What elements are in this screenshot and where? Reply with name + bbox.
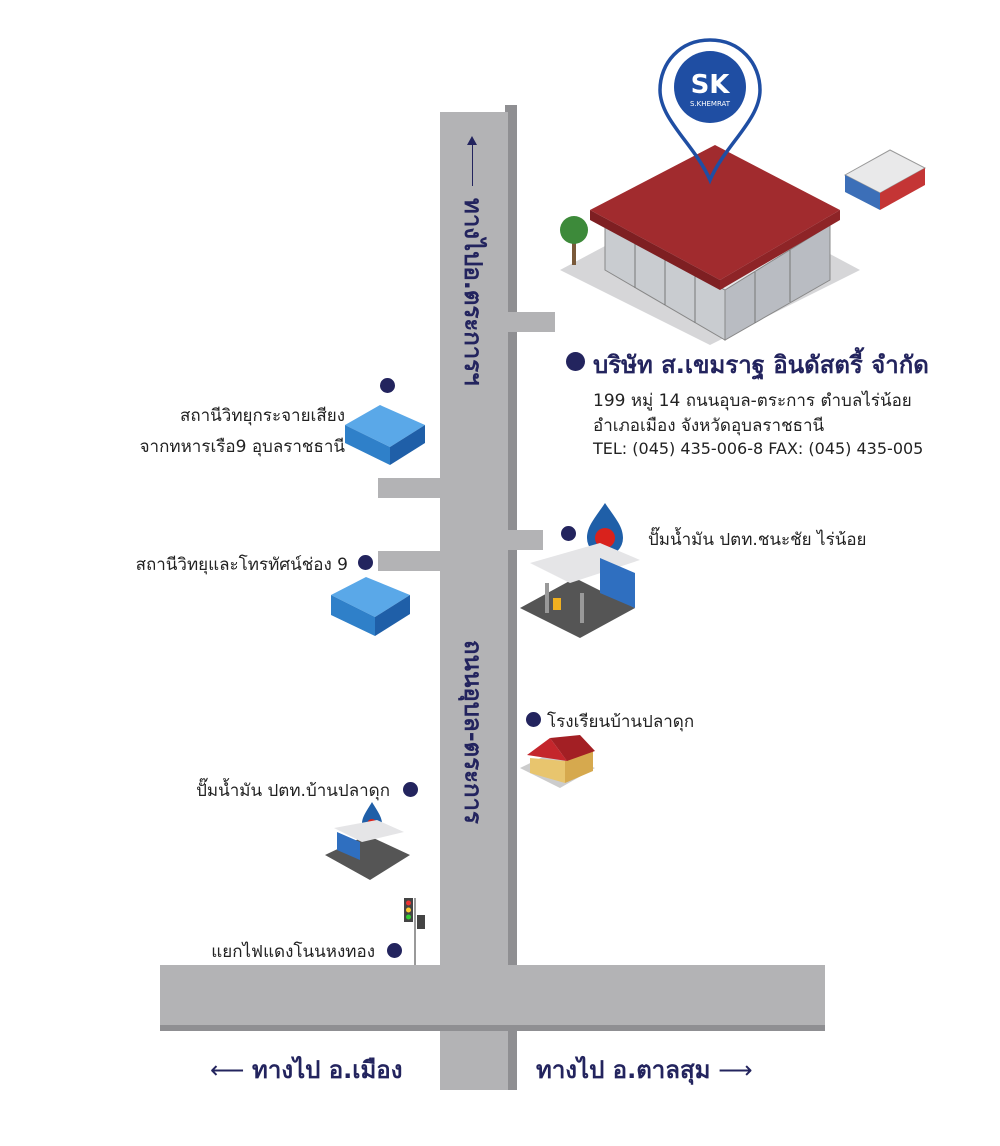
landmark-marker — [380, 378, 395, 393]
company-contact: TEL: (045) 435-006-8 FAX: (045) 435-005 — [593, 439, 924, 458]
side-road — [378, 551, 440, 571]
label-traffic-light: แยกไฟแดงโนนหงทอง — [211, 942, 375, 962]
company-building-illustration — [560, 145, 927, 345]
direction-west: ⟵ ทางไป อ.เมือง — [210, 1050, 402, 1089]
landmark-marker — [403, 782, 418, 797]
road-side-shadow — [505, 105, 517, 1090]
cross-road — [160, 965, 825, 1025]
gas-station-illustration — [520, 503, 640, 638]
label-radio-navy-1: สถานีวิทยุกระจายเสียง — [179, 406, 345, 426]
arrow-up-head — [467, 136, 477, 145]
arrow-right-icon: ⟶ — [710, 1056, 753, 1084]
direction-west-label: ทางไป อ.เมือง — [252, 1056, 403, 1084]
company-marker — [566, 352, 585, 371]
location-pin-icon: SK S.KHEMRAT — [658, 38, 762, 185]
company-address-2: อำเภอเมือง จังหวัดอุบลราชธานี — [593, 416, 825, 436]
company-address-1: 199 หมู่ 14 ถนนอุบล-ตระการ ตำบลไร่น้อย — [593, 391, 912, 411]
direction-east: ทางไป อ.ตาลสุม ⟶ — [536, 1050, 753, 1089]
label-ptt-chanachai: ปั๊มน้ำมัน ปตท.ชนะชัย ไร่น้อย — [648, 530, 867, 550]
label-tv9: สถานีวิทยุและโทรทัศน์ช่อง 9 — [135, 555, 348, 575]
radio-station-building — [345, 405, 425, 465]
side-road — [505, 312, 555, 332]
direction-east-label: ทางไป อ.ตาลสุม — [536, 1056, 711, 1084]
landmark-marker — [358, 555, 373, 570]
cross-road-shadow — [160, 1022, 825, 1031]
tv-station-building — [331, 577, 410, 636]
main-road — [440, 112, 508, 1090]
side-road — [505, 530, 543, 550]
road-label-north: ทางไปอ.ตระการฯ — [459, 198, 487, 386]
side-road — [378, 478, 440, 498]
label-radio-navy-2: จากทหารเรือ9 อุบลราชธานี — [139, 437, 345, 457]
landmark-marker — [387, 943, 402, 958]
traffic-light-icon — [404, 898, 425, 965]
school-building — [520, 735, 595, 788]
arrow-left-icon: ⟵ — [210, 1056, 253, 1084]
landmark-marker — [526, 712, 541, 727]
logo-text: SK — [691, 70, 731, 100]
label-ptt-pladuk: ปั๊มน้ำมัน ปตท.บ้านปลาดุก — [196, 781, 390, 801]
arrow-up-icon — [472, 138, 473, 186]
company-name: บริษัท ส.เขมราฐ อินดัสตรี้ จำกัด — [593, 351, 929, 379]
landmark-marker — [561, 526, 576, 541]
gas-station-illustration-2 — [325, 802, 410, 880]
label-school: โรงเรียนบ้านปลาดุก — [547, 712, 695, 732]
svg-text:S.KHEMRAT: S.KHEMRAT — [690, 100, 731, 108]
road-label-main: ถนนอุบล-ตระการ — [459, 640, 487, 824]
